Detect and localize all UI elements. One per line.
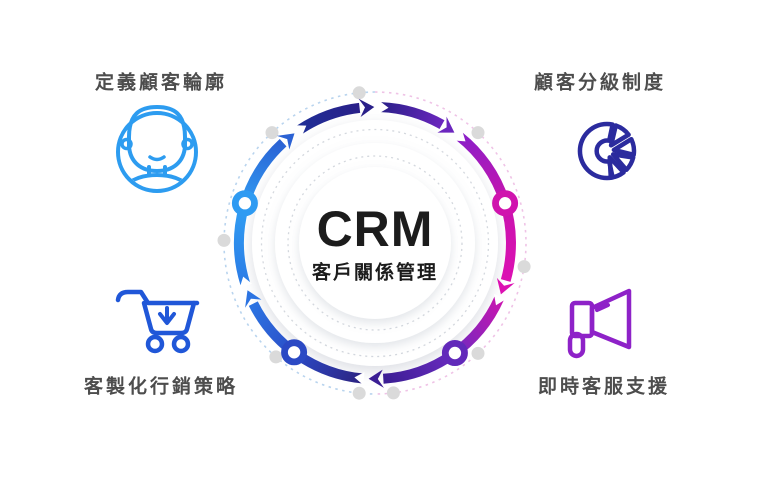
orbit-dot	[471, 346, 485, 360]
arrow-tip-icon	[437, 116, 455, 133]
center-disc-stack	[252, 120, 498, 366]
avatar-ear-right	[181, 137, 194, 151]
ring-node-left	[231, 190, 258, 217]
arrow-tip-icon	[368, 369, 384, 388]
tail-notch	[454, 130, 466, 142]
avatar-smile	[148, 155, 166, 162]
donut-large-segment	[577, 121, 615, 181]
megaphone-horn	[589, 288, 632, 350]
orbit-dot	[471, 126, 485, 140]
avatar-chin	[127, 144, 187, 173]
dotted-orbit-right-half	[374, 91, 527, 395]
avatar-neck	[147, 165, 167, 177]
dotted-ring-outer	[260, 128, 490, 358]
ring-nodes	[231, 190, 519, 366]
cart-wheel-left	[145, 334, 165, 354]
orbit-dot	[386, 386, 400, 400]
megaphone-accent-line	[595, 303, 610, 312]
donut-slice	[607, 155, 626, 180]
donut-chart-icon	[577, 121, 637, 181]
orbit-dot	[517, 260, 531, 274]
orbit-dots	[217, 86, 531, 400]
ring-node-right	[492, 190, 519, 217]
tail-notch	[239, 276, 252, 288]
ring-tail-notches	[239, 100, 506, 385]
avatar-ear-left	[120, 137, 133, 151]
tail-notch	[378, 100, 389, 114]
label-customized-marketing: 客製化行銷策略	[83, 376, 239, 398]
label-realtime-support: 即時客服支援	[537, 376, 671, 398]
center-title: CRM	[316, 201, 434, 257]
tail-notch	[494, 294, 506, 306]
cart-basket	[141, 300, 197, 336]
label-define-customer-profile: 定義顧客輪廓	[94, 72, 228, 94]
megaphone-icon	[567, 288, 632, 359]
donut-slice	[610, 152, 636, 173]
orbit-dot	[217, 233, 231, 247]
ring-node-bottom-left	[281, 339, 308, 366]
orbit-dot	[352, 386, 366, 400]
outer-dotted-orbit	[223, 91, 527, 395]
megaphone-grip	[567, 331, 586, 359]
orbit-dot	[265, 126, 279, 140]
megaphone-body	[569, 300, 595, 339]
donut-slice	[608, 123, 631, 148]
arrow-tip-icon	[245, 290, 262, 308]
tail-notch	[354, 372, 365, 385]
dotted-orbit-left-half	[223, 91, 376, 395]
customer-avatar-icon	[116, 105, 198, 193]
donut-slice	[611, 136, 637, 158]
arrow-tip-icon	[358, 98, 375, 117]
ring-node-bottom-right	[441, 339, 468, 366]
orbit-dot	[352, 86, 366, 100]
tail-notch	[294, 125, 307, 136]
dotted-ring-inner	[287, 155, 463, 331]
cart-download-arrow	[158, 306, 176, 325]
avatar-hair	[127, 105, 187, 149]
disc-center	[299, 167, 451, 319]
orbit-dot	[269, 350, 283, 364]
center-subtitle: 客戶關係管理	[311, 262, 439, 284]
label-customer-tier-system: 顧客分級制度	[533, 72, 667, 94]
shopping-cart-icon	[115, 289, 200, 354]
cart-handle	[115, 289, 200, 306]
ring-arrow-tips	[245, 98, 515, 388]
cart-wheel-right	[171, 334, 191, 354]
avatar-outer-circle	[116, 111, 198, 193]
arrow-tip-icon	[276, 133, 295, 150]
arrow-tip-icon	[496, 277, 515, 295]
